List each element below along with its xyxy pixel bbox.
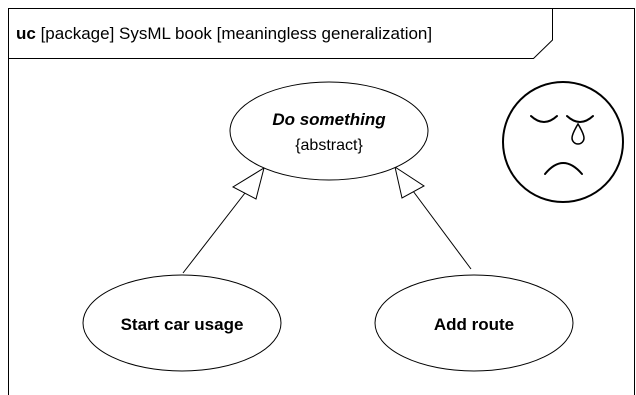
use-case-start-car-usage: Start car usage — [82, 274, 282, 372]
generalization-left — [182, 166, 265, 274]
use-case-property: {abstract} — [295, 137, 363, 154]
use-case-name: Start car usage — [121, 315, 244, 334]
generalization-right — [394, 165, 472, 270]
frame-kind-keyword: uc — [16, 24, 36, 43]
use-case-do-something: Do something {abstract} — [229, 81, 429, 181]
frame-title-text: [package] SysML book [meaningless genera… — [36, 24, 432, 43]
use-case-name: Do something — [272, 110, 386, 129]
use-case-name: Add route — [434, 315, 514, 334]
frame-title: uc [package] SysML book [meaningless gen… — [16, 24, 432, 43]
frame-title-tab — [8, 8, 553, 59]
generalization-arrowhead-left — [231, 166, 265, 200]
diagram-frame — [8, 8, 635, 395]
use-case-add-route: Add route — [374, 274, 574, 372]
crying-face-icon — [502, 81, 624, 203]
generalization-arrowhead-right — [394, 165, 425, 199]
tear-icon — [571, 122, 585, 145]
